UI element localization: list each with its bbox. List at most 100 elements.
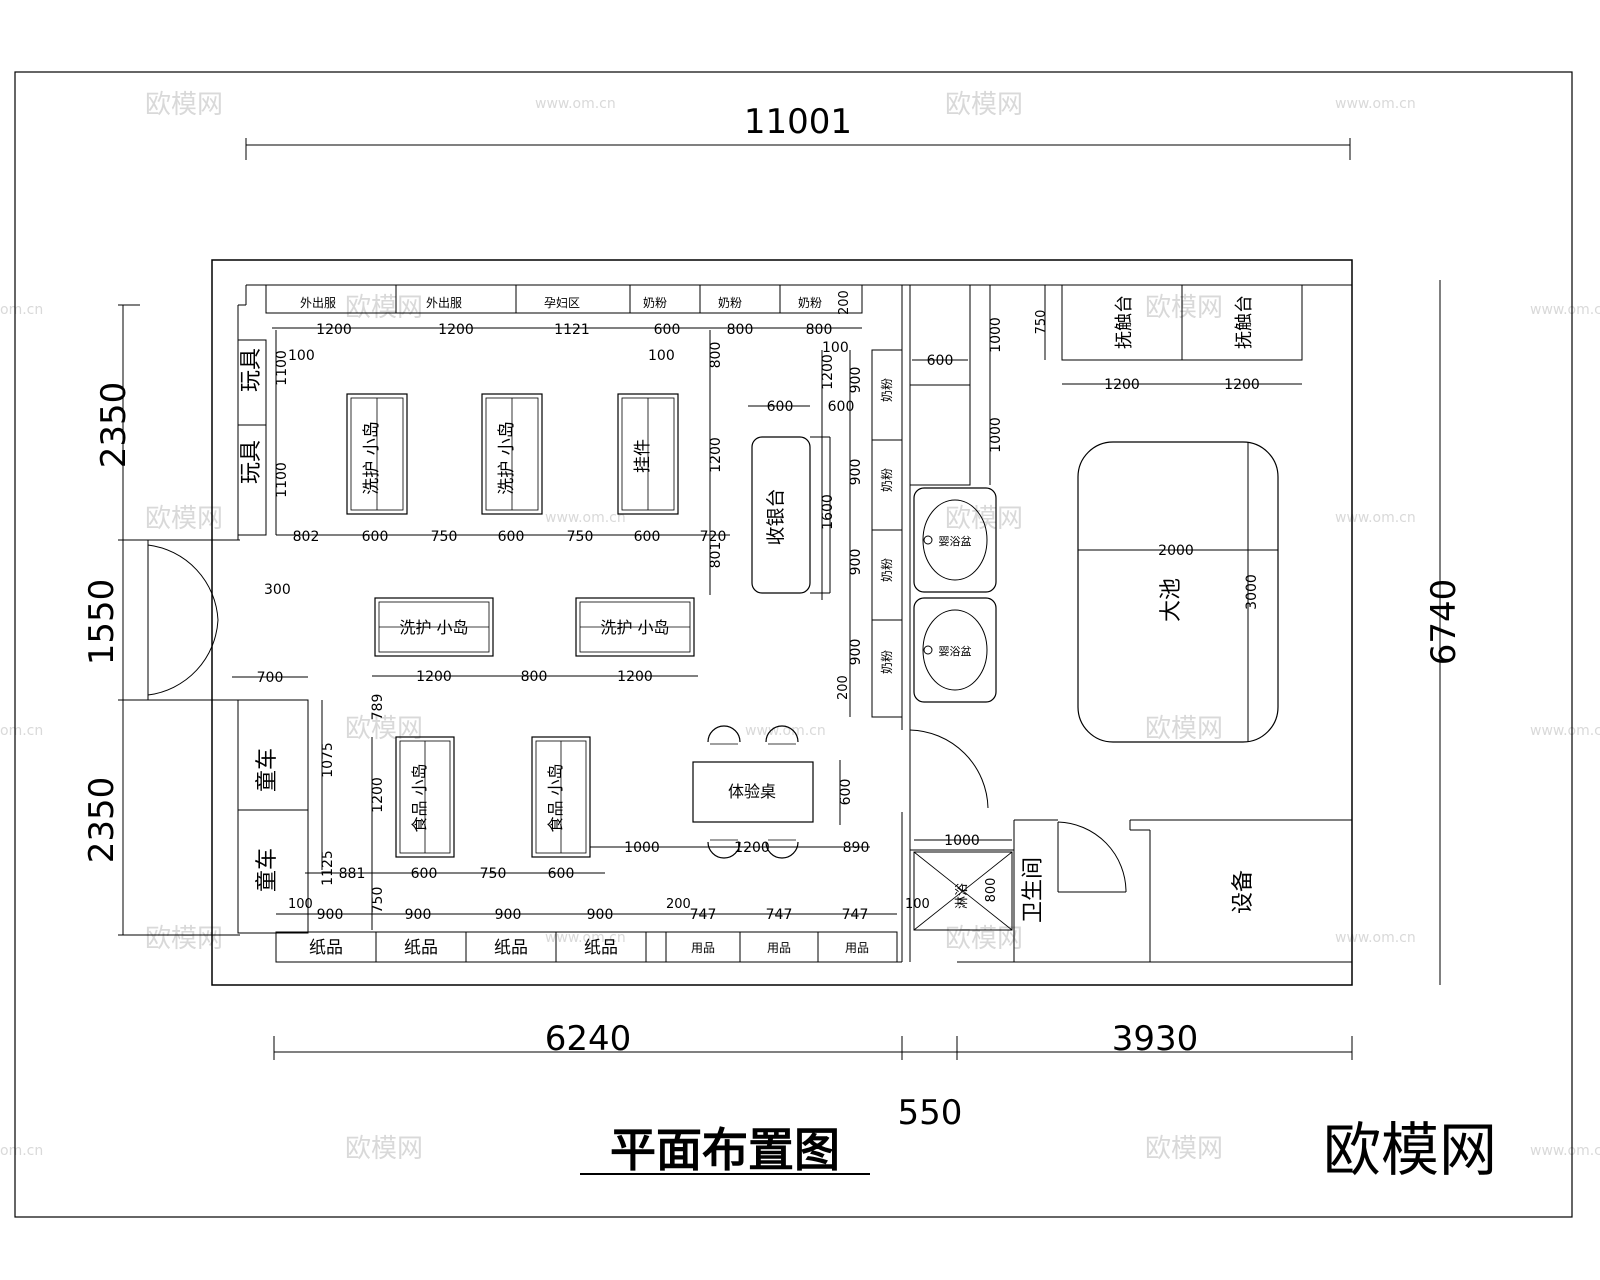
dim-label: 1200	[416, 669, 452, 685]
dim-label: 800	[708, 342, 724, 369]
watermark-logo: 欧模网	[945, 90, 1023, 120]
watermark-url: www.om.cn	[1530, 302, 1600, 318]
dim-label: 800	[984, 878, 999, 903]
dim-label: 1200	[316, 322, 352, 338]
watermark-logo: 欧模网	[345, 1134, 423, 1164]
dim-left-label-2: 1550	[82, 579, 122, 666]
shower-room: 淋浴 1000 800	[913, 833, 1013, 931]
island-label: 洗护 小岛	[399, 618, 468, 637]
experience-table: 体验桌 600	[692, 725, 854, 859]
dim-label: 800	[521, 669, 548, 685]
island-label: 挂件	[633, 439, 653, 473]
dim-label: 1000	[944, 833, 980, 849]
dim-label: 600	[838, 779, 854, 806]
island-label: 食品 小岛	[410, 763, 429, 832]
watermark-logo: 欧模网	[1145, 293, 1223, 323]
brand-logo: 欧模网	[1323, 1116, 1497, 1184]
watermark-url: www.om.cn	[1530, 1143, 1600, 1159]
dim-left-label-3: 2350	[82, 777, 122, 864]
watermark-logo: 欧模网	[145, 90, 223, 120]
dim-label: 100	[822, 340, 849, 356]
island-row-2: 洗护 小岛 洗护 小岛 1200 800 1200	[372, 597, 698, 685]
dim-label: 750	[370, 887, 386, 914]
watermark-url: www.om.cn	[1335, 930, 1416, 946]
drawing-frame	[14, 71, 1573, 1218]
dim-label: 1000	[988, 417, 1004, 453]
island-label: 洗护 小岛	[497, 421, 517, 494]
dim-label: 200	[837, 290, 852, 315]
dim-label: 900	[848, 639, 864, 666]
toy-shelf-label: 玩具	[239, 440, 264, 484]
dim-label: 600	[654, 322, 681, 338]
dim-label: 2000	[1158, 543, 1194, 559]
top-shelf-row: 外出服 外出服 孕妇区 奶粉 奶粉 奶粉 1200 1200 1121 600 …	[265, 284, 863, 364]
bottom-shelf-label: 用品	[845, 941, 869, 955]
dim-label: 600	[767, 399, 794, 415]
dim-bottom-label-1: 6240	[545, 1019, 632, 1059]
dim-label: 1000	[988, 317, 1004, 353]
bath-door	[909, 729, 989, 812]
basin-label: 婴浴盆	[939, 534, 972, 548]
bottom-shelf-label: 纸品	[309, 938, 343, 958]
stroller-label: 童车	[255, 848, 280, 892]
dim-label: 789	[370, 694, 386, 721]
toilet-label: 卫生间	[1021, 857, 1046, 923]
cashier-label: 收银台	[765, 488, 787, 545]
dim-label: 1200	[438, 322, 474, 338]
dim-label: 750	[1034, 310, 1049, 335]
island-row-1: 洗护 小岛 洗护 小岛 挂件 802 600 750 600 750 600 7…	[276, 330, 730, 595]
milk-shelf-label: 奶粉	[880, 468, 894, 492]
massage-label: 抚触台	[1234, 295, 1255, 349]
dim-label: 800	[727, 322, 754, 338]
island-label: 食品 小岛	[546, 763, 565, 832]
dim-label: 1200	[820, 354, 836, 390]
watermark-url: www.om.cn	[1530, 723, 1600, 739]
cashier-counter: 收银台 600 600 1600 1200 900	[748, 350, 864, 600]
basin-label: 婴浴盆	[939, 644, 972, 658]
watermark-url: www.om.cn	[535, 96, 616, 112]
milk-shelf-label: 奶粉	[880, 650, 894, 674]
dim-label: 890	[843, 840, 870, 856]
dim-right-label: 6740	[1424, 579, 1464, 666]
dim-label: 300	[264, 582, 291, 598]
dim-label: 900	[495, 907, 522, 923]
milk-shelves: 奶粉 奶粉 奶粉 奶粉 900 900 900 200	[836, 349, 903, 718]
milk-shelf-label: 奶粉	[880, 378, 894, 402]
dim-right-overall: 6740	[1424, 280, 1464, 985]
dim-label: 1100	[274, 462, 290, 498]
dim-label: 881	[339, 866, 366, 882]
watermarks: 欧模网 www.om.cn 欧模网 www.om.cn om.cn 欧模网 欧模…	[0, 90, 1600, 1164]
watermark-url: om.cn	[0, 1143, 43, 1159]
watermark-logo: 欧模网	[945, 504, 1023, 534]
experience-label: 体验桌	[728, 782, 776, 801]
bottom-shelf-label: 纸品	[494, 938, 528, 958]
dim-label: 700	[257, 670, 284, 686]
stroller-label: 童车	[255, 748, 280, 792]
dim-label: 747	[842, 907, 869, 923]
watermark-url: om.cn	[0, 723, 43, 739]
massage-tables: 抚触台 抚触台 750 1200 1200	[1034, 284, 1303, 393]
dim-label: 600	[634, 529, 661, 545]
watermark-url: www.om.cn	[1335, 510, 1416, 526]
dim-label: 200	[836, 675, 851, 700]
toy-shelf-label: 玩具	[239, 348, 264, 392]
dim-label: 100	[648, 348, 675, 364]
page-title: 平面布置图	[610, 1123, 840, 1177]
bottom-shelf-label: 纸品	[584, 938, 618, 958]
dim-label: 750	[480, 866, 507, 882]
dim-label: 600	[828, 399, 855, 415]
island-label: 洗护 小岛	[362, 421, 382, 494]
dim-label: 900	[848, 459, 864, 486]
dim-label: 1200	[1104, 377, 1140, 393]
watermark-logo: 欧模网	[345, 293, 423, 323]
drawing-title: 平面布置图	[580, 1123, 870, 1177]
dim-label: 747	[690, 907, 717, 923]
bottom-shelf-label: 纸品	[404, 938, 438, 958]
dim-label: 900	[405, 907, 432, 923]
big-pool: 2000 3000 大池	[1077, 441, 1279, 743]
toy-shelves: 玩具 玩具 1100 1100 300	[237, 330, 291, 598]
watermark-url: www.om.cn	[745, 723, 826, 739]
dim-label: 1600	[820, 494, 836, 530]
dim-label: 900	[587, 907, 614, 923]
top-shelf-label: 奶粉	[798, 296, 822, 310]
